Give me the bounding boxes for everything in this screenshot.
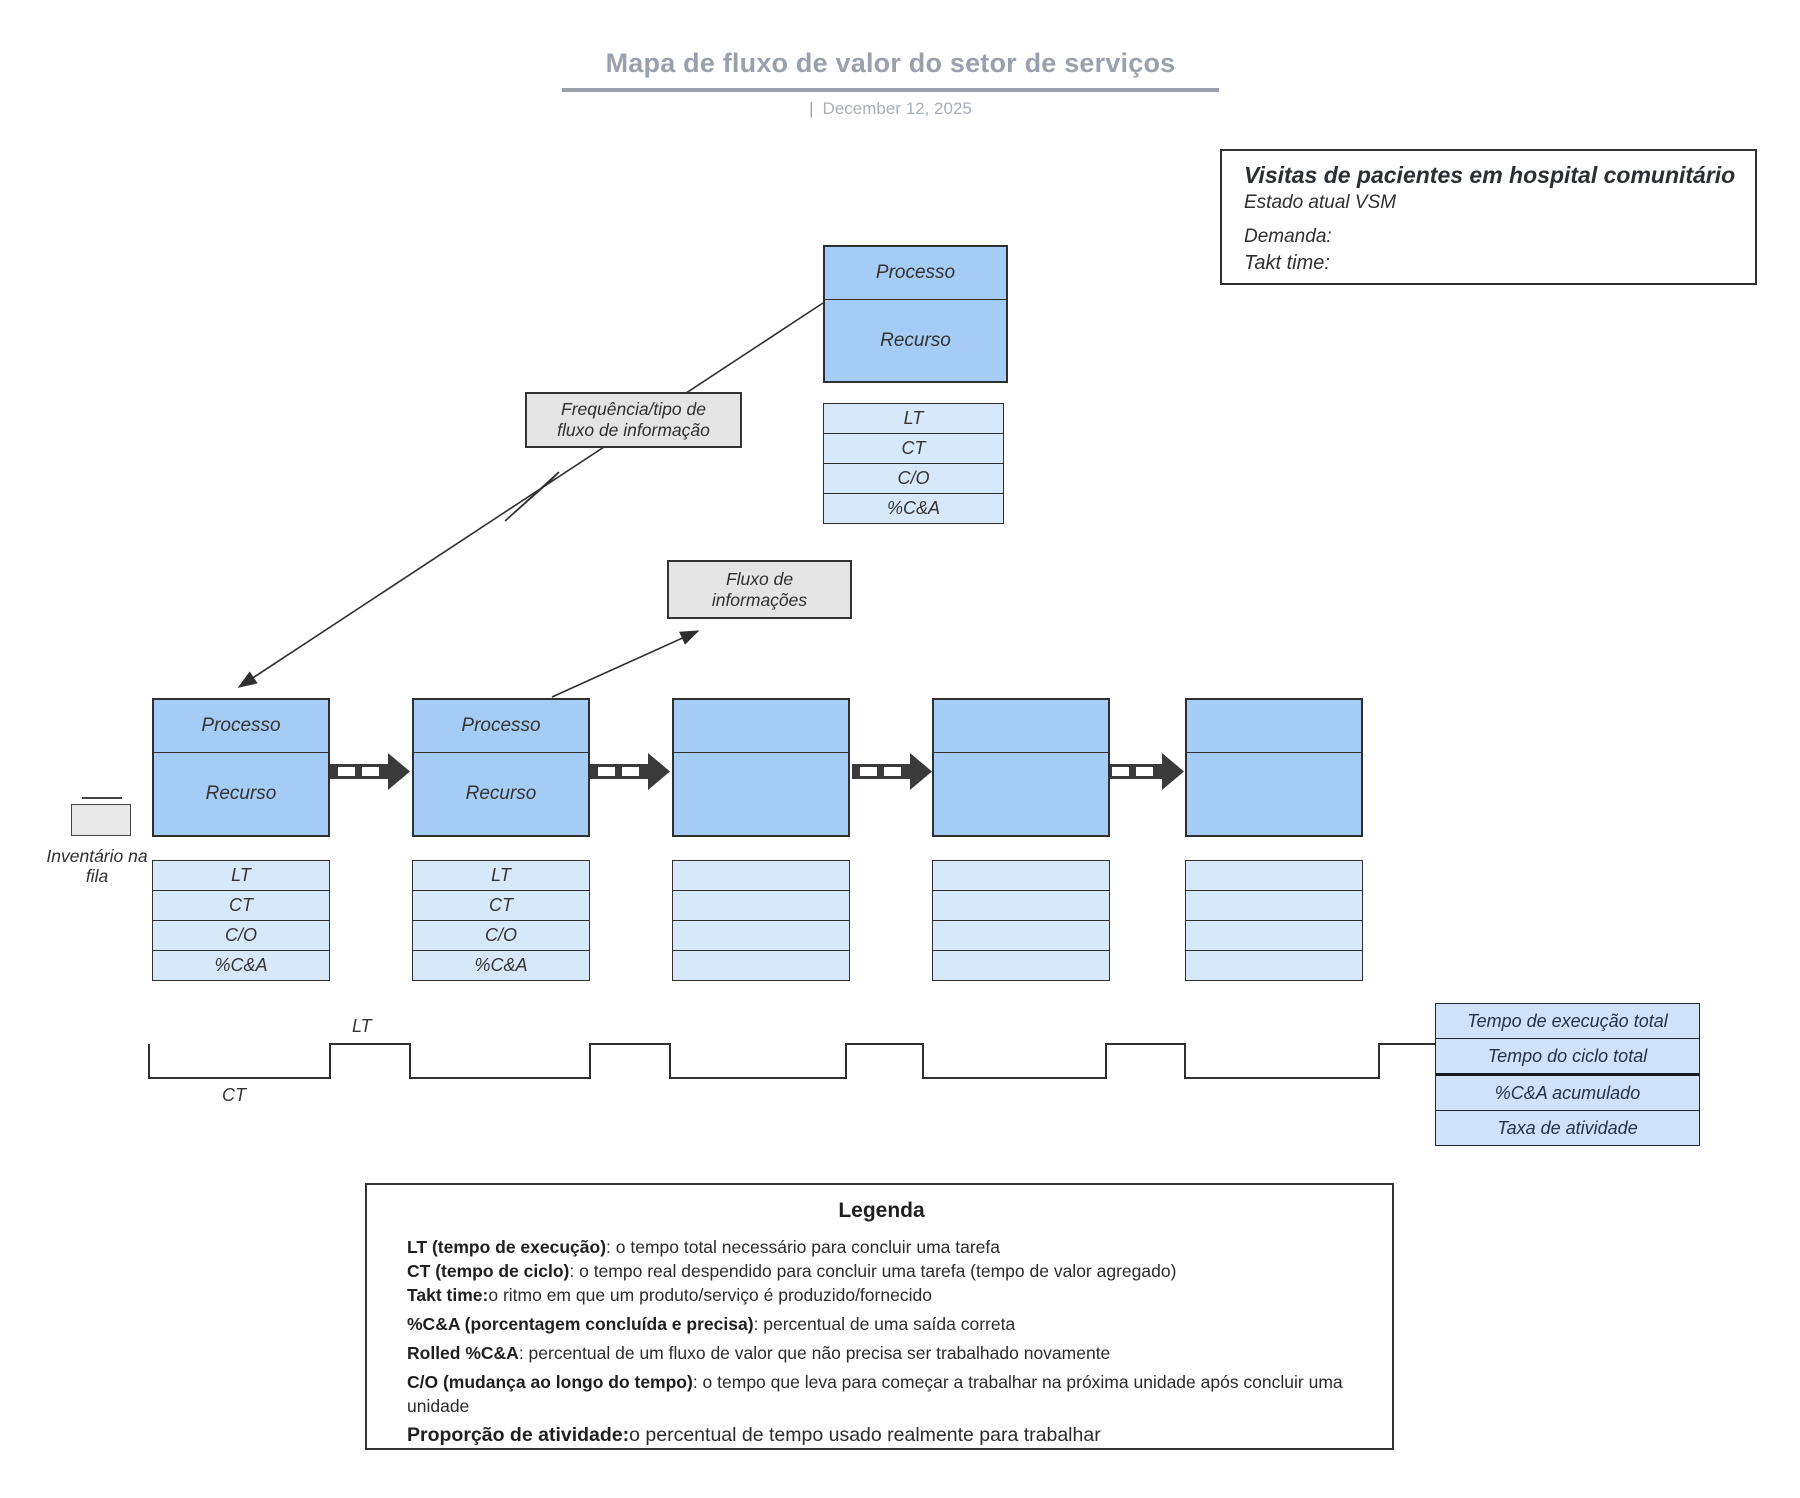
timeline-ct-label[interactable]: CT (222, 1085, 246, 1105)
zigzag-break-icon[interactable] (504, 471, 560, 522)
resource-label: Recurso (205, 783, 277, 804)
metric-row-lt (673, 861, 849, 891)
metric-row-lt: LT (413, 861, 589, 891)
metric-row-ca (933, 951, 1109, 980)
demand-label: Demanda: (1244, 226, 1332, 247)
metric-row-ct (1186, 891, 1362, 921)
process-label (934, 700, 1108, 753)
metric-table-1[interactable]: LT CT C/O %C&A (152, 860, 330, 981)
frequency-box-label: Frequência/tipo de fluxo de informação (557, 399, 710, 440)
process-box-2[interactable]: Processo Recurso (412, 698, 590, 837)
resource-label (934, 753, 1108, 835)
metric-table-5[interactable] (1185, 860, 1363, 981)
process-box-top[interactable]: Processo Recurso (823, 245, 1008, 383)
metric-row-lt (1186, 861, 1362, 891)
timeline-lt-label[interactable]: LT (352, 1016, 372, 1036)
summary-row-total-ct: Tempo do ciclo total (1436, 1039, 1699, 1076)
metric-row-ca: %C&A (474, 955, 528, 975)
process-label (674, 700, 848, 753)
legend-title: Legenda (838, 1199, 925, 1222)
info-box-subtitle: Estado atual VSM (1244, 192, 1397, 213)
legend-item-lt: LT (tempo de execução): o tempo total ne… (407, 1237, 1000, 1257)
metric-table-2[interactable]: LT CT C/O %C&A (412, 860, 590, 981)
legend-item-co: C/O (mudança ao longo do tempo): o tempo… (407, 1372, 1343, 1416)
process-label: Processo (414, 700, 588, 753)
date-label: December 12, 2025 (822, 99, 972, 118)
metric-row-lt: LT (824, 404, 1003, 434)
resource-label (1187, 753, 1361, 835)
summary-row-total-lt: Tempo de execução total (1436, 1004, 1699, 1039)
metric-row-lt (933, 861, 1109, 891)
metric-row-ct: CT (153, 891, 329, 921)
metric-row-ca (1186, 951, 1362, 980)
page-title: Mapa de fluxo de valor do setor de servi… (562, 48, 1219, 92)
resource-label: Recurso (880, 329, 951, 351)
metric-row-ct: CT (413, 891, 589, 921)
inventory-label: Inventário na fila (46, 846, 148, 886)
legend-item-ct: CT (tempo de ciclo): o tempo real despen… (407, 1261, 1177, 1281)
legend-box[interactable]: Legenda LT (tempo de execução): o tempo … (365, 1183, 1394, 1450)
push-arrow[interactable] (1104, 753, 1184, 790)
metric-row-lt: LT (153, 861, 329, 891)
info-box[interactable]: Visitas de pacientes em hospital comunit… (1220, 149, 1757, 285)
process-label: Processo (154, 700, 328, 753)
metric-row-ct (673, 891, 849, 921)
info-flow-box-label: Fluxo de informações (711, 568, 808, 610)
metric-row-co: C/O (153, 921, 329, 951)
metric-table-3[interactable] (672, 860, 850, 981)
metric-row-co (673, 921, 849, 951)
date-row: | December 12, 2025 (562, 99, 1219, 119)
process-box-4[interactable] (932, 698, 1110, 837)
process-label: Processo (825, 247, 1006, 300)
summary-table[interactable]: Tempo de execução total Tempo do ciclo t… (1435, 1003, 1700, 1146)
process-box-1[interactable]: Processo Recurso (152, 698, 330, 837)
header: Mapa de fluxo de valor do setor de servi… (562, 48, 1219, 119)
metric-table-4[interactable] (932, 860, 1110, 981)
legend-item-ca: %C&A (porcentagem concluída e precisa): … (407, 1314, 1016, 1334)
metric-row-co: C/O (824, 464, 1003, 494)
metric-row-ca: %C&A (214, 955, 268, 975)
metric-row-ca (673, 951, 849, 980)
resource-label: Recurso (465, 783, 537, 804)
metric-row-co: C/O (413, 921, 589, 951)
info-flow-connector-line[interactable] (551, 630, 700, 698)
date-separator: | (809, 99, 814, 118)
resource-label (674, 753, 848, 835)
info-box-title: Visitas de pacientes em hospital comunit… (1244, 162, 1736, 188)
push-arrow[interactable] (330, 753, 410, 790)
legend-item-takt: Takt time:o ritmo em que um produto/serv… (407, 1285, 932, 1305)
legend-item-rolled-ca: Rolled %C&A: percentual de um fluxo de v… (407, 1343, 1111, 1363)
timeline[interactable] (148, 1043, 1436, 1079)
summary-row-activity-rate: Taxa de atividade (1497, 1117, 1638, 1138)
metric-row-ca: %C&A (886, 498, 940, 518)
takt-time-label: Takt time: (1244, 252, 1330, 274)
info-flow-box[interactable]: Fluxo de informações (667, 560, 852, 619)
legend-item-activity: Proporção de atividade:o percentual de t… (407, 1424, 1101, 1446)
push-arrow[interactable] (852, 753, 932, 790)
frequency-box[interactable]: Frequência/tipo de fluxo de informação (525, 392, 742, 448)
metric-row-ct (933, 891, 1109, 921)
inventory-queue-icon[interactable] (71, 804, 131, 836)
metric-row-ct: CT (824, 434, 1003, 464)
push-arrow[interactable] (590, 753, 670, 790)
process-box-3[interactable] (672, 698, 850, 837)
process-label (1187, 700, 1361, 753)
process-box-5[interactable] (1185, 698, 1363, 837)
frequency-connector-line[interactable] (237, 302, 824, 688)
summary-row-rolled-ca: %C&A acumulado (1436, 1076, 1699, 1111)
metric-row-co (933, 921, 1109, 951)
metric-table-top[interactable]: LT CT C/O %C&A (823, 403, 1004, 524)
metric-row-co (1186, 921, 1362, 951)
inventory-queue-icon[interactable] (82, 797, 122, 799)
